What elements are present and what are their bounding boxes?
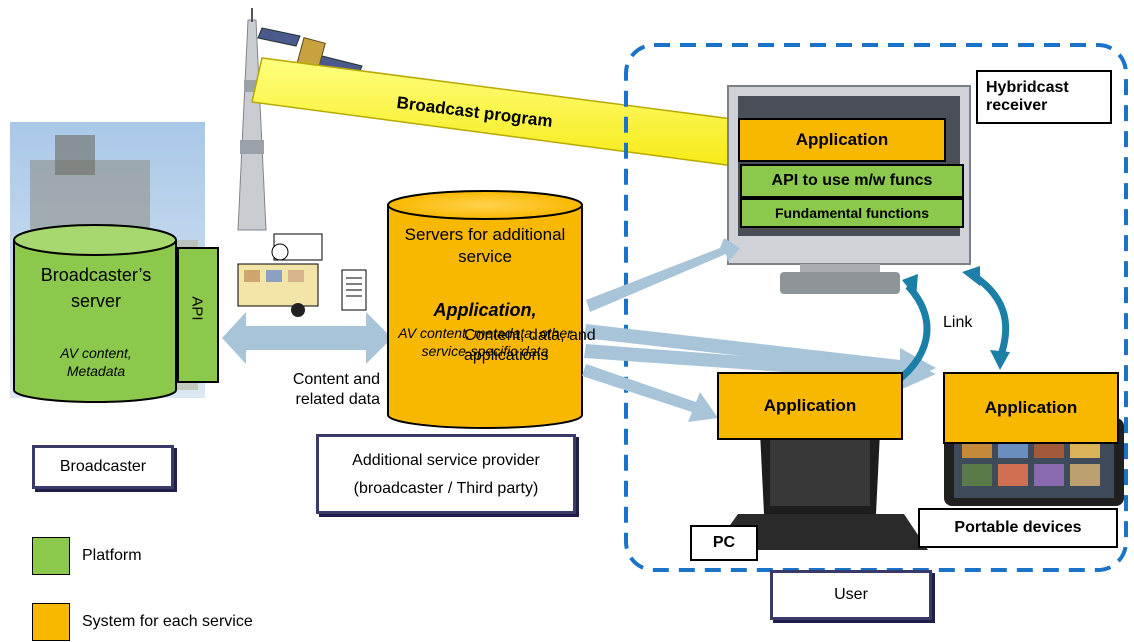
receiver-application: Application [738, 118, 946, 162]
legend-label-service: System for each service [82, 613, 253, 630]
legend-label-platform: Platform [82, 547, 142, 564]
pc-application: Application [717, 372, 903, 440]
content-exchange-arrow [222, 312, 392, 364]
legend-swatch-service [32, 603, 70, 641]
user-label-text: User [834, 586, 868, 603]
link-label: Link [943, 314, 973, 331]
legend-item-service: System for each service [32, 602, 253, 642]
portable-devices-label: Portable devices [918, 508, 1118, 548]
media-icons [237, 233, 367, 317]
user-label: User [770, 570, 932, 620]
pc-label: PC [690, 525, 758, 561]
legend-item-platform: Platform [32, 536, 253, 576]
hybridcast-receiver-text: Hybridcast receiver [986, 79, 1069, 114]
legend: Platform System for each service [32, 536, 253, 642]
receiver-fundamental: Fundamental functions [740, 198, 964, 228]
service-servers-contents: AV content, metadata, other service-spec… [398, 325, 572, 359]
flow-arrows [582, 238, 936, 422]
api-label: API [188, 296, 206, 321]
broadcaster-server-contents: AV content, Metadata [60, 345, 132, 379]
legend-swatch-platform [32, 537, 70, 575]
broadcaster-server-title: Broadcaster’s server [40, 265, 152, 311]
laptop-icon [712, 432, 928, 550]
service-servers-cylinder [387, 190, 583, 429]
pc-label-text: PC [712, 534, 736, 551]
api-block [177, 247, 219, 383]
broadcast-tower-icon [237, 8, 267, 231]
receiver-api: API to use m/w funcs [740, 164, 964, 198]
hybridcast-receiver-label: Hybridcast receiver [976, 70, 1112, 124]
broadcaster-label-text: Broadcaster [59, 458, 147, 475]
service-provider-label: Additional service provider (broadcaster… [316, 434, 576, 514]
flow-label: Content, data, and applications [464, 327, 596, 364]
content-related-label: Content and related data [292, 371, 380, 408]
service-servers-app: Application, [433, 300, 537, 320]
broadcaster-server-cylinder [13, 224, 177, 403]
service-provider-line2: (broadcaster / Third party) [353, 480, 539, 497]
service-servers-title: Servers for additional service [404, 225, 566, 266]
portable-application: Application [943, 372, 1119, 444]
service-provider-line1: Additional service provider [352, 452, 540, 469]
portable-devices-text: Portable devices [954, 519, 1082, 536]
broadcaster-label: Broadcaster [32, 445, 174, 489]
